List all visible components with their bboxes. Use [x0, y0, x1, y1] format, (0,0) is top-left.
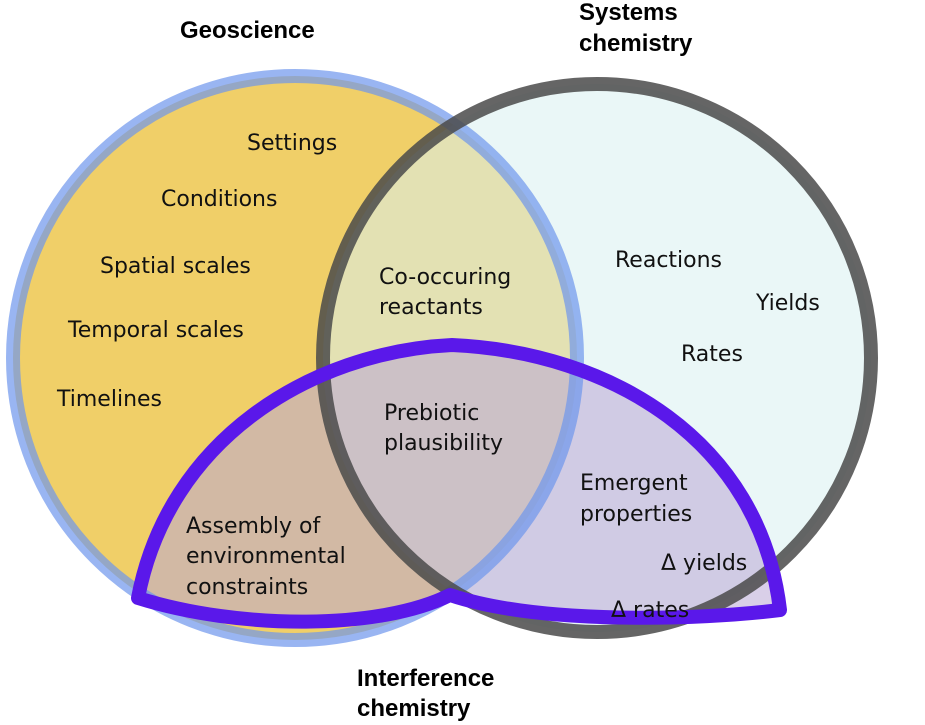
geoscience-circle-border: [6, 69, 584, 647]
systems-chemistry-title-line1: Systems: [579, 0, 678, 26]
interference-chemistry-title-line2: chemistry: [357, 695, 471, 722]
overlap-center-line2: plausibility: [384, 431, 503, 456]
geoscience-item: Spatial scales: [100, 254, 251, 279]
overlap-geo-systems-line1: Co-occuring: [379, 265, 511, 290]
overlap-center-line1: Prebiotic: [384, 401, 479, 426]
geoscience-item: Conditions: [161, 187, 277, 212]
overlap-geo-interference-line3: constraints: [186, 575, 308, 600]
systems-chemistry-title-line2: chemistry: [579, 30, 693, 57]
overlap-systems-interference-heading-line2: properties: [580, 502, 692, 527]
delta-rates-label: Δ rates: [611, 598, 689, 623]
overlap-systems-interference-heading-line1: Emergent: [580, 471, 688, 496]
geoscience-title: Geoscience: [180, 17, 315, 44]
interference-chemistry-border: [131, 338, 787, 629]
geoscience-item: Temporal scales: [67, 318, 244, 343]
systems-item: Reactions: [615, 248, 722, 273]
overlap-geo-systems-line2: reactants: [379, 295, 483, 320]
interference-chemistry-shape: [138, 345, 780, 622]
interference-chemistry-title-line1: Interference: [357, 665, 494, 692]
systems-chemistry-circle-border: [316, 77, 878, 639]
systems-item: Rates: [681, 342, 743, 367]
overlap-geo-interference-line2: environmental: [186, 544, 346, 569]
overlap-geo-interference-line1: Assembly of: [186, 514, 321, 539]
delta-yields-label: Δ yields: [661, 551, 747, 576]
geoscience-item: Timelines: [56, 387, 162, 412]
geoscience-item: Settings: [247, 131, 337, 156]
systems-item: Yields: [755, 291, 820, 316]
